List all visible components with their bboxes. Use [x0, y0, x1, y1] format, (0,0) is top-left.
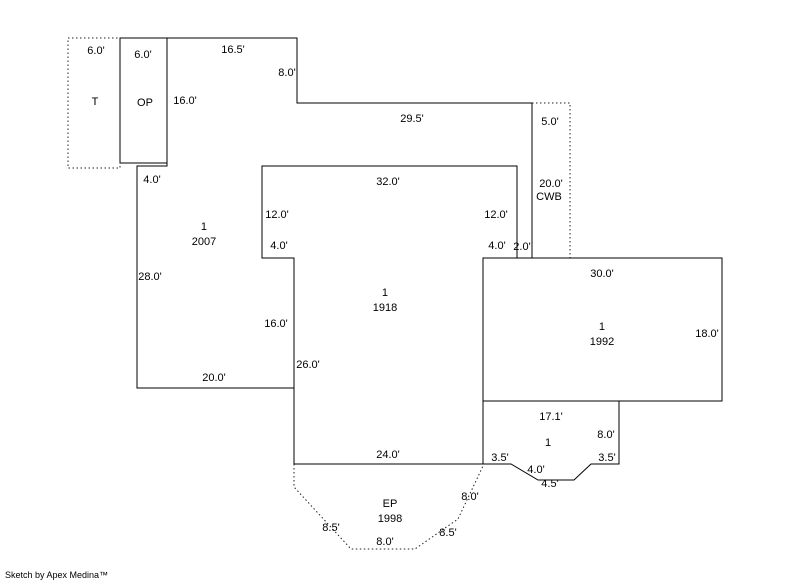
dim-1918-right-jog: 4.0': [488, 240, 506, 252]
outline-area-1992: [482, 257, 723, 402]
dim-ep-right-upper: 8.0': [461, 491, 479, 503]
dim-bay-flat-left: 3.5': [491, 452, 509, 464]
dim-bay-right: 8.0': [597, 429, 615, 441]
label-bay-story: 1: [544, 437, 552, 449]
dim-bay-flat-right: 3.5': [598, 452, 616, 464]
dim-top-step: 8.0': [278, 67, 296, 79]
dim-1918-right-upper: 12.0': [484, 209, 508, 221]
dim-ep-bottom: 8.0': [376, 536, 394, 548]
dim-1992-right: 18.0': [695, 328, 719, 340]
dim-band-top: 29.5': [400, 113, 424, 125]
area-1918-year: 1918: [372, 302, 398, 314]
area-label-ep: EP 1998: [378, 497, 402, 527]
label-t-area: T: [91, 96, 99, 108]
area-1992-story: 1: [598, 321, 606, 333]
dim-op-width: 6.0': [134, 49, 152, 61]
dim-bay-top: 17.1': [539, 411, 563, 423]
dim-1918-bottom: 24.0': [376, 449, 400, 461]
outline-bay-area: [482, 400, 620, 481]
dim-bay-chamfer: 4.0': [527, 464, 545, 476]
dim-t-width: 6.0': [87, 45, 105, 57]
outline-enclosed-porch: [293, 464, 484, 550]
area-2007-year: 2007: [191, 236, 217, 248]
dim-2007-top-left: 4.0': [143, 174, 161, 186]
dim-ep-right-diag: 8.5': [439, 527, 457, 539]
area-ep-name: EP: [382, 498, 398, 510]
dim-1918-left-upper: 12.0': [265, 209, 289, 221]
dim-bay-bottom: 4.5': [541, 478, 559, 490]
area-ep-year: 1998: [377, 513, 403, 525]
dim-2007-left: 28.0': [138, 271, 162, 283]
dim-top-edge: 16.5': [221, 44, 245, 56]
area-2007-story: 1: [200, 221, 208, 233]
area-1992-year: 1992: [589, 336, 615, 348]
area-label-1918: 1 1918: [373, 286, 397, 316]
label-open-porch: OP: [137, 97, 153, 109]
dim-cwb-width: 5.0': [541, 116, 559, 128]
label-cwb: CWB: [536, 191, 562, 203]
dim-2007-bottom: 20.0': [202, 372, 226, 384]
dim-1992-top: 30.0': [590, 268, 614, 280]
sketch-credit: Sketch by Apex Medina™: [5, 570, 109, 580]
outline-area-2007: [136, 37, 533, 389]
dim-1918-left-jog: 4.0': [270, 240, 288, 252]
dim-1918-top: 32.0': [376, 176, 400, 188]
area-1918-story: 1: [381, 287, 389, 299]
dim-1918-left-lower: 26.0': [296, 359, 320, 371]
dim-cwb-height: 20.0': [539, 178, 563, 190]
dim-op-height: 16.0': [173, 95, 197, 107]
outline-t-area: [67, 37, 121, 169]
area-label-1992: 1 1992: [590, 320, 614, 350]
dim-2007-right-lower: 16.0': [264, 318, 288, 330]
dim-ep-left-diag: 8.5': [322, 522, 340, 534]
area-label-2007: 1 2007: [192, 220, 216, 250]
dim-sliver: 2.0': [513, 241, 531, 253]
